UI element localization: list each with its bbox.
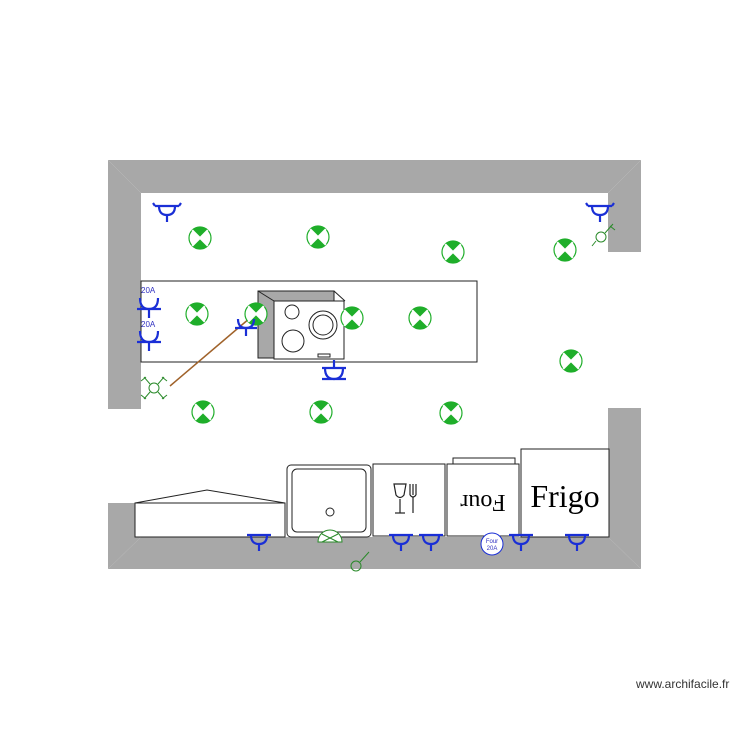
ceiling-light-icon [185,301,209,327]
ceiling-light-icon [553,237,577,263]
switch-icon [591,223,616,247]
oven-label: Four [460,489,505,515]
switch-icon [140,376,168,400]
socket-icon [585,202,615,222]
ceiling-light-icon [439,400,463,426]
socket-amp-label: 20A [141,320,156,329]
fridge: Frigo [520,448,610,538]
wine-glass-fork-icon [393,483,417,514]
sockets [137,202,615,551]
ceiling-light-icon [306,224,330,250]
socket-icon [137,297,161,318]
oven-socket-amp: 20A [487,546,498,552]
ceiling-light-icon [309,399,333,425]
switch-icon [317,529,343,543]
wall-right-upper [608,160,641,252]
wall-top [108,160,641,193]
wall-left-upper [108,160,141,409]
socket-icon [565,533,589,551]
sink-icon [286,464,372,538]
socket-icon [152,202,182,222]
wall-bottom [108,537,641,569]
socket-icon [509,533,533,551]
socket-icon [419,533,443,551]
socket-icon [137,330,161,351]
ceiling-light-icon [191,399,215,425]
wall-right-lower [608,408,641,569]
oven: Four [446,457,520,537]
ceiling-light-icon [188,225,212,251]
credit-text: www.archifacile.fr [636,677,730,691]
counter-left [134,489,286,538]
socket-icon [389,533,413,551]
socket-amp-label: 20A [141,286,156,295]
ceiling-light-icon [559,348,583,374]
walls [108,160,641,569]
cooktop-icon [273,300,345,360]
fridge-label: Frigo [530,478,599,514]
ceiling-light-icon [340,305,364,331]
ceiling-light-icon [244,301,268,327]
socket-icon [247,533,271,551]
switch-icon [350,551,370,572]
ceiling-light-icon [441,239,465,265]
oven-dedicated-socket: Four 20A [480,532,504,556]
wire [169,317,251,387]
oven-socket-name: Four [486,539,498,545]
wall-left-lower [108,503,141,569]
ceiling-light-icon [408,305,432,331]
dishwasher [372,463,446,537]
socket-icon [322,360,346,381]
socket-icon [235,318,257,336]
